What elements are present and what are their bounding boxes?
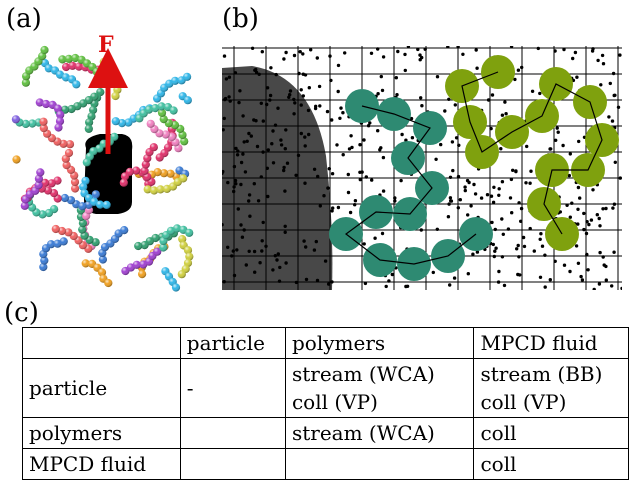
table-cell [179,448,286,480]
table-header-cell: MPCD fluid [473,327,629,359]
panel-b-illustration [222,46,622,290]
table-cell [284,448,475,480]
table-row-header: polymers [22,417,181,449]
polymer-chain-teal [329,89,493,281]
cell-text: - [186,376,194,400]
table-cell [179,417,286,449]
cell-text: coll [480,421,517,445]
panel-label-b: (b) [222,4,259,34]
cell-text: coll [480,452,517,476]
panel-a-illustration: F [11,32,194,292]
table-header-cell: particle [179,327,286,359]
table-cell: stream (WCA) coll (VP) [284,358,475,418]
table-cell: coll [473,417,629,449]
interaction-table: particle polymers MPCD fluid particle - … [22,327,629,480]
table-header-row: particle polymers MPCD fluid [22,327,629,359]
table-row: polymers stream (WCA) coll [22,417,629,449]
table-cell: coll [473,448,629,480]
table-row: particle - stream (WCA) coll (VP) stream… [22,358,629,418]
table-header-cell: polymers [284,327,475,359]
table-cell: stream (BB) coll (VP) [473,358,629,418]
table-header-cell [22,327,181,359]
force-label: F [98,32,114,58]
panel-label-a: (a) [6,4,42,34]
cell-text: stream (WCA) [291,421,435,445]
cell-text: stream (BB) [480,362,603,386]
table-cell: - [179,358,286,418]
table-cell: stream (WCA) [284,417,475,449]
polymer-chain-olive [445,55,619,251]
polymer-beads-front [78,132,134,221]
panel-label-c: (c) [4,298,39,328]
cell-text: coll (VP) [291,390,378,414]
cell-text: stream (WCA) [291,362,435,386]
cell-text: coll (VP) [480,390,567,414]
table-row-header: MPCD fluid [22,448,181,480]
table-row-header: particle [22,358,181,418]
table-row: MPCD fluid coll [22,448,629,480]
